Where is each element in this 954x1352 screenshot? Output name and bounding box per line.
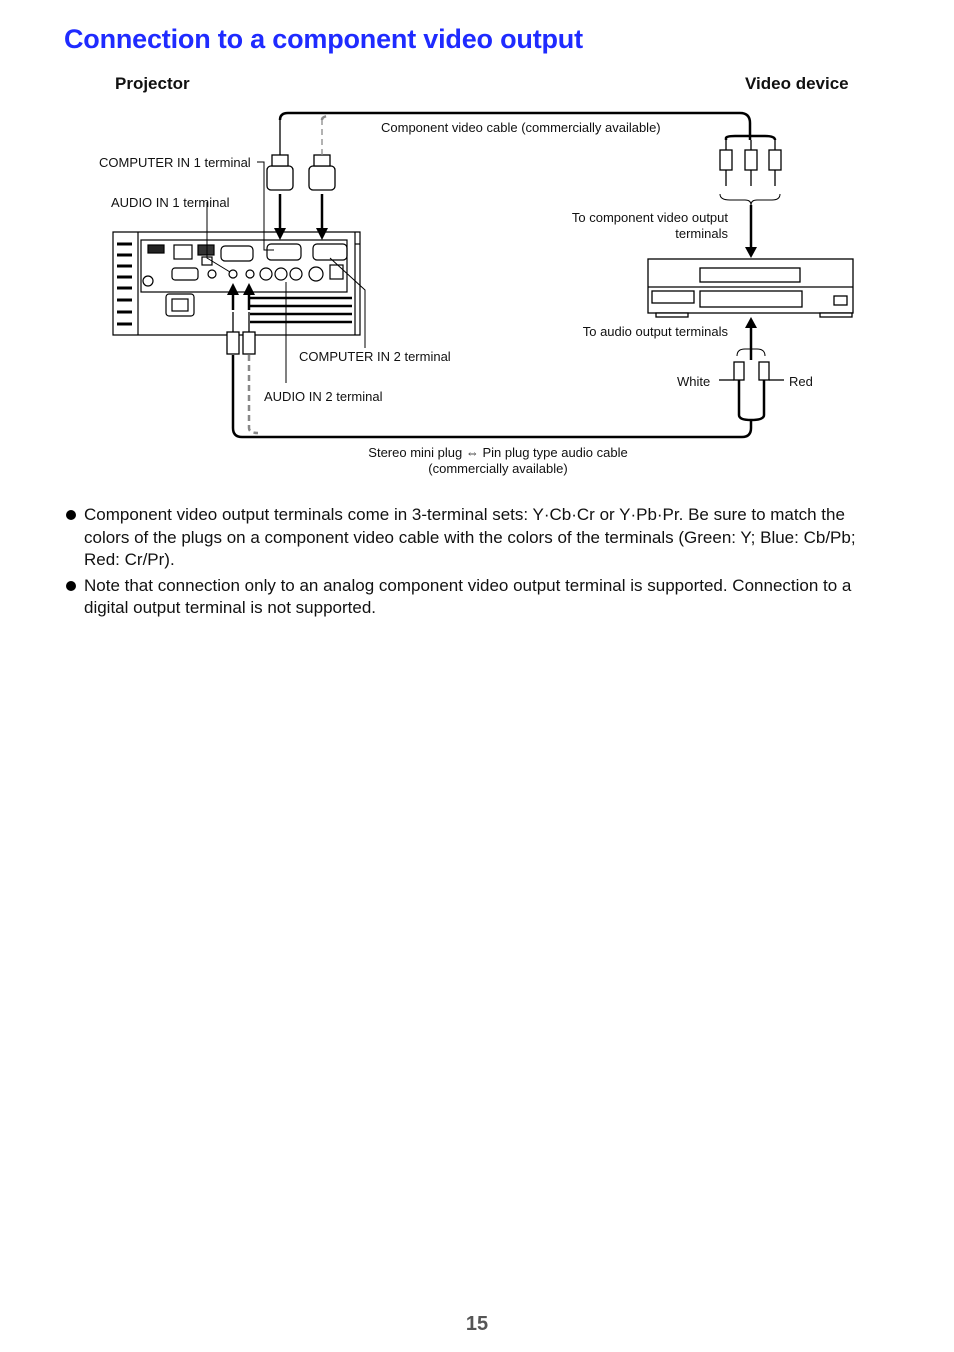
video-device-illustration [647,258,854,318]
audio-in-2-label: AUDIO IN 2 terminal [264,389,383,404]
note-text: Component video output terminals come in… [84,505,856,569]
computer-in-2-label: COMPUTER IN 2 terminal [299,349,451,364]
to-component-output-label-line2: terminals [675,226,728,241]
page-number: 15 [465,1313,489,1335]
video-device-heading: Video device [745,74,849,93]
note-item: Note that connection only to an analog c… [64,575,894,620]
vga-plugs [266,120,336,191]
stereo-cable-label-line1: Stereo mini plug ⇔ Pin plug type audio c… [368,445,628,460]
bullet-icon [66,510,76,520]
notes-list: Component video output terminals come in… [64,504,894,623]
to-audio-output-label: To audio output terminals [582,324,728,339]
audio-in-1-label: AUDIO IN 1 terminal [111,195,230,210]
rca-plugs-audio [719,361,784,381]
projector-heading: Projector [115,74,190,93]
connection-diagram [112,111,854,439]
note-item: Component video output terminals come in… [64,504,894,572]
computer-in-1-label: COMPUTER IN 1 terminal [99,155,251,170]
white-label: White [677,374,711,389]
bullet-icon [66,580,76,591]
rca-plugs-component [719,140,782,186]
component-cable-label: Component video cable (commercially avai… [381,120,661,135]
projector-illustration [112,231,361,336]
stereo-mini-plugs [226,312,256,355]
stereo-cable-label-line2: (commercially available) [428,461,568,476]
to-component-output-label-line1: To component video output [571,210,728,225]
page-title: Connection to a component video output [64,24,583,54]
note-text: Note that connection only to an analog c… [84,575,852,618]
red-label: Red [789,374,813,389]
